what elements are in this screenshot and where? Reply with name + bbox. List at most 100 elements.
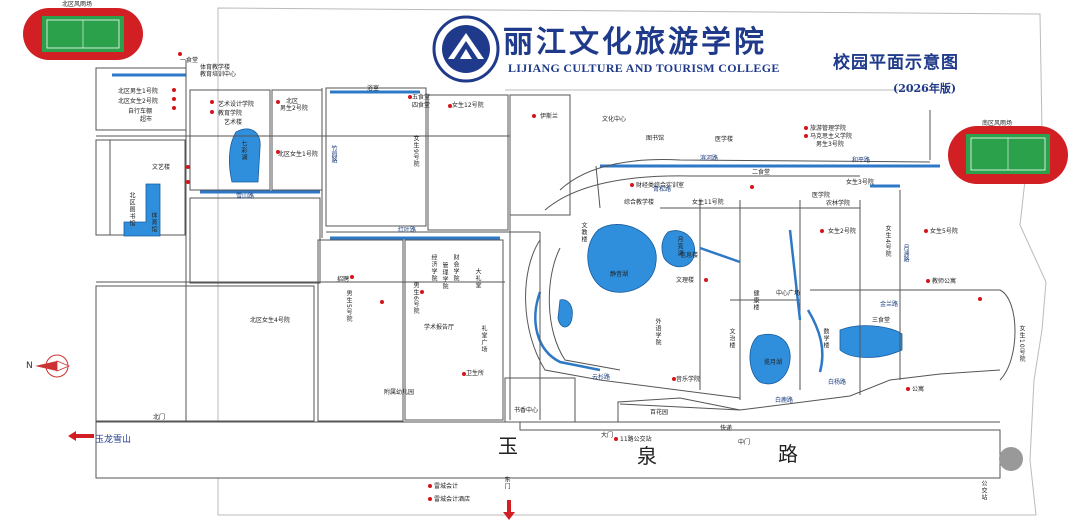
label-zixue: 自行车棚: [128, 108, 153, 115]
poi-dot: [350, 275, 354, 279]
misc-roads: [96, 60, 931, 422]
map-edition: (2026年版): [893, 82, 957, 95]
poi-dot: [186, 180, 190, 184]
label-shucheng2: 雷城会计酒店: [434, 496, 471, 503]
label-nongye: 农林学院: [826, 200, 851, 207]
east-campus-roads: [525, 159, 1016, 422]
yuquan-road: [95, 421, 1001, 479]
poi-dot: [672, 377, 676, 381]
label-zongjiao: 综合教学楼: [624, 199, 655, 206]
label-nan6: 男生6号院: [412, 282, 419, 315]
label-chaoshi: 超市: [140, 116, 153, 123]
label-tushu: 图书馆: [646, 135, 665, 142]
label-gongjiao: 11路公交站: [620, 436, 652, 443]
road-char-3: 路: [778, 442, 798, 466]
north-zone-blocks: [95, 67, 576, 423]
poi-dot: [172, 97, 176, 101]
road-char-2: 泉: [637, 444, 657, 468]
label-jiaoshigongyu: 教师公寓: [932, 278, 957, 285]
label-jingji: 经济学院: [430, 254, 437, 282]
label-wenhua: 文化中心: [602, 116, 627, 123]
label-zhaopin: 招聘: [337, 276, 350, 283]
poi-dot: [614, 437, 618, 441]
label-mayuan: 马克思主义学院: [810, 133, 853, 140]
label-wenli: 文理楼: [676, 277, 695, 284]
poi-dot: [926, 279, 930, 283]
poi-dot: [428, 484, 432, 488]
poi-dot: [462, 372, 466, 376]
canteen-3-label: 三食堂: [872, 317, 891, 324]
college-title-cn: 丽江文化旅游学院: [503, 25, 767, 60]
label-beimen: 北门: [153, 414, 166, 421]
label-erdu: 二食堂: [752, 169, 771, 176]
lake-lanyue-label: 月亮湖: [676, 236, 683, 257]
lanyue-lake: [749, 334, 791, 385]
poi-dot: [380, 300, 384, 304]
campus-boundary: [217, 7, 1047, 516]
pond-small: [557, 299, 573, 328]
road-qingsong: 青松路: [653, 186, 672, 193]
direction-yulong: 玉龙雪山: [95, 435, 132, 445]
label-waiyu: 外语学院: [654, 318, 661, 346]
north-sports-field: [23, 8, 143, 60]
label-kuaidi: 快递: [720, 425, 733, 432]
label-shuxue: 数学楼: [822, 328, 829, 349]
label-yiyiyuan: 医学院: [812, 192, 831, 199]
label-weiniu: 卫生所: [466, 370, 485, 377]
road-binhe: 滨河路: [700, 155, 719, 162]
label-nan11: 女生11号院: [692, 199, 724, 206]
san-lake: [839, 325, 903, 358]
north-field-label: 北区风雨场: [62, 1, 93, 8]
label-yushi: 浴室: [367, 85, 380, 92]
label-nv12: 女生12号院: [452, 102, 484, 109]
poi-dot: [924, 229, 928, 233]
poi-dot: [448, 104, 452, 108]
label-tiyuguan: 体育馆: [150, 212, 157, 233]
south-field-label: 南区风雨场: [982, 120, 1013, 127]
label-caijing: 财经类综合实训室: [636, 182, 685, 189]
poi-dot: [210, 100, 214, 104]
south-sports-field: [948, 126, 1068, 184]
poi-dot: [210, 110, 214, 114]
east-gate-arrow: [503, 500, 515, 520]
label-shucheng: 雷城会计: [434, 483, 459, 490]
road-heping: 和平路: [852, 157, 871, 164]
label-bei1: 北区男生1号院: [118, 88, 158, 95]
label-yinle: 音乐学院: [676, 376, 701, 383]
poi-dot: [408, 95, 412, 99]
label-yiyou: 伊斯兰: [540, 113, 559, 120]
label-nv2: 女生2号院: [828, 228, 856, 235]
label-nv5: 女生5号院: [930, 228, 958, 235]
label-nan10: 女生10号院: [1018, 325, 1025, 363]
label-wenjiao: 文教楼: [580, 222, 587, 243]
road-yunshan: 云杉路: [592, 374, 611, 381]
jingyin-lake: [587, 224, 657, 293]
label-wenzhi: 文治楼: [728, 328, 735, 349]
poi-dot: [276, 100, 280, 104]
label-yixue: 医学楼: [715, 136, 734, 143]
lake-jingyin-label: 静音湖: [610, 271, 629, 278]
road-baiyang: 白杨路: [828, 379, 847, 386]
label-lvyou: 旅游管理学院: [810, 125, 847, 132]
label-nan3: 男生3号院: [816, 141, 844, 148]
label-jiaoyuxy: 教育学院: [218, 110, 243, 117]
label-sishi: 四食堂: [412, 102, 431, 109]
label-tiyu: 体育教学楼: [200, 64, 231, 71]
qicai-lake: [228, 128, 261, 183]
poi-dot: [420, 290, 424, 294]
label-baihua: 百花园: [650, 409, 669, 416]
label-beiqu: 北区: [286, 98, 299, 105]
label-nv4: 北区女生4号院: [250, 317, 290, 324]
label-nv3: 女生3号院: [846, 179, 874, 186]
label-yishulou: 艺术楼: [224, 119, 243, 126]
label-gongjiao2: 公交站: [980, 480, 987, 501]
label-yishitang: 一食堂: [180, 57, 199, 64]
poi-dot: [178, 52, 182, 56]
poi-dot: [630, 183, 634, 187]
label-wenyi: 文艺楼: [152, 164, 171, 171]
road-hongye: 红叶路: [398, 227, 417, 234]
label-caihui: 财会学院: [452, 254, 459, 282]
label-nv9: 女生9号院: [412, 135, 419, 168]
label-zhongxin: 中心广场: [776, 290, 801, 297]
